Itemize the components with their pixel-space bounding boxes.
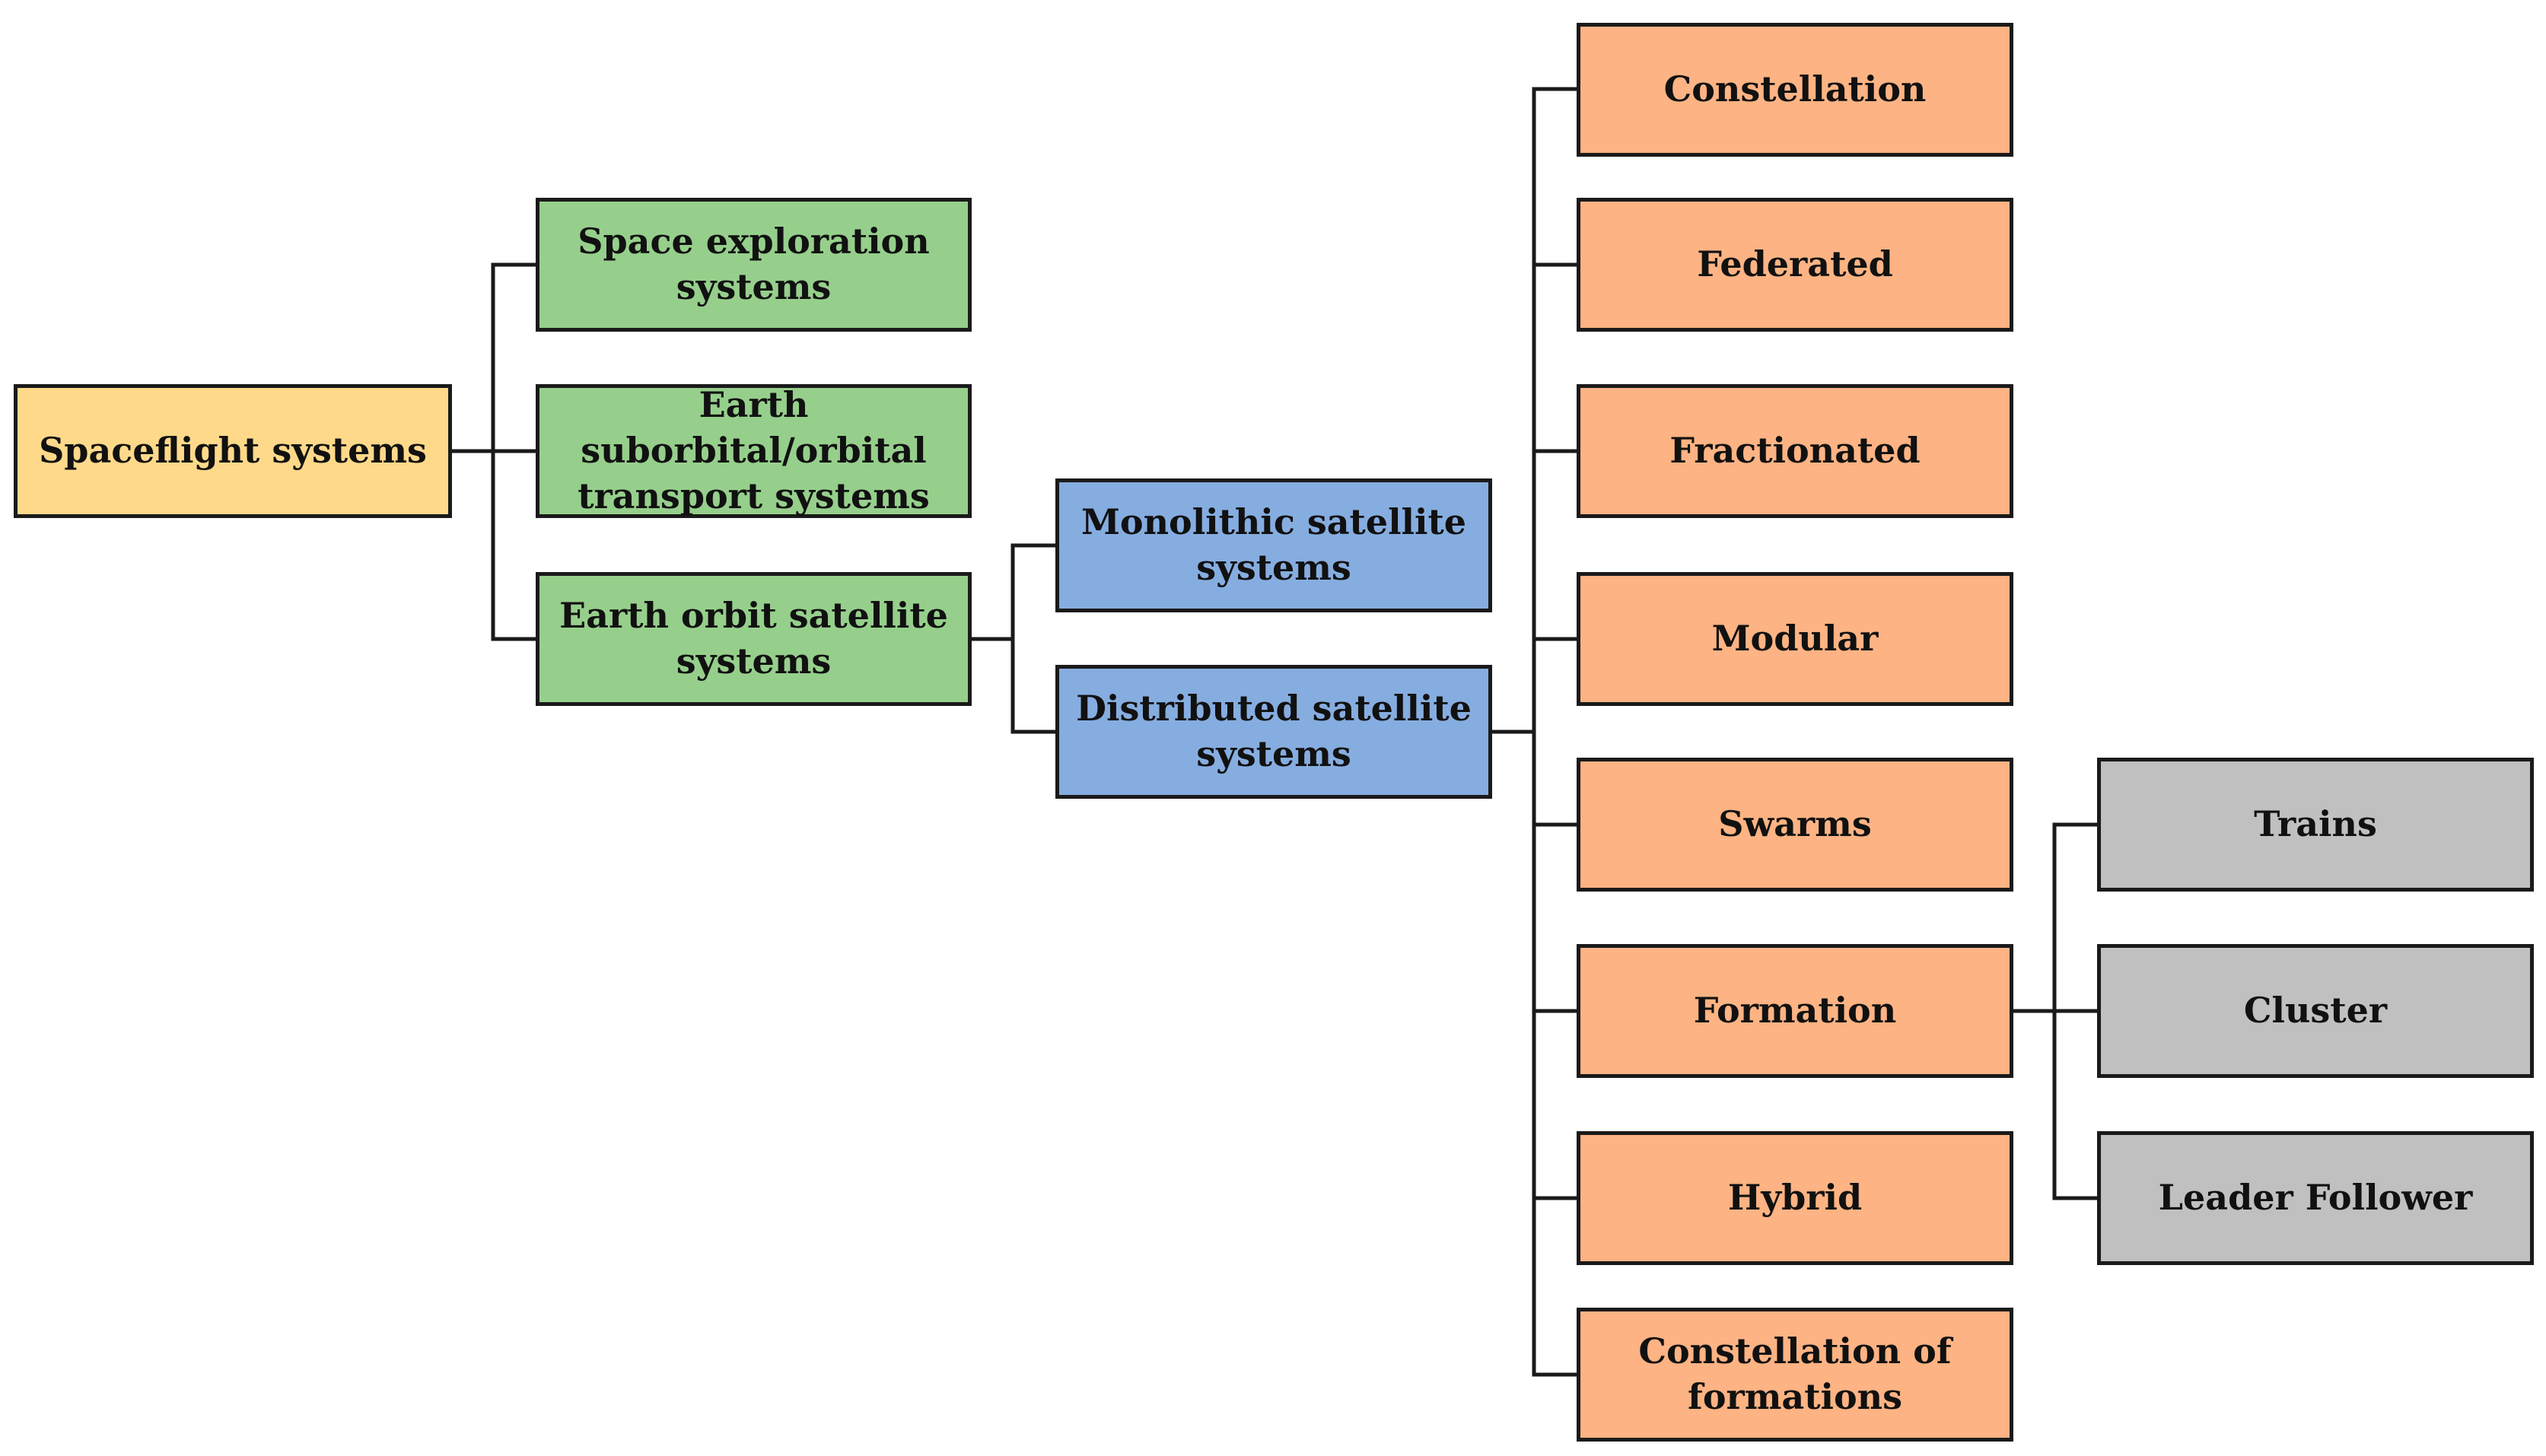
node-hybrid: Hybrid (1577, 1131, 2013, 1265)
node-formation: Formation (1577, 944, 2013, 1078)
node-cluster: Cluster (2097, 944, 2534, 1078)
node-leader-follower: Leader Follower (2097, 1131, 2534, 1265)
connector-distributed-to-level3 (1490, 87, 1579, 1377)
node-constellation-of-formations: Constellation of formations (1577, 1308, 2013, 1442)
node-fractionated: Fractionated (1577, 384, 2013, 518)
connector-earth-orbit-to-level2 (969, 543, 1058, 734)
connector-root-to-level1 (450, 262, 538, 641)
node-modular: Modular (1577, 572, 2013, 706)
node-earth-suborbital-orbital-transport-systems: Earth suborbital/orbital transport syste… (536, 384, 972, 518)
node-space-exploration-systems: Space exploration systems (536, 198, 972, 332)
node-swarms: Swarms (1577, 758, 2013, 892)
node-distributed-satellite-systems: Distributed satellite systems (1055, 665, 1492, 799)
node-monolithic-satellite-systems: Monolithic satellite systems (1055, 478, 1492, 612)
node-federated: Federated (1577, 198, 2013, 332)
node-earth-orbit-satellite-systems: Earth orbit satellite systems (536, 572, 972, 706)
connector-formation-to-level4 (2011, 822, 2099, 1200)
node-constellation: Constellation (1577, 23, 2013, 157)
node-spaceflight-systems: Spaceflight systems (14, 384, 452, 518)
node-trains: Trains (2097, 758, 2534, 892)
